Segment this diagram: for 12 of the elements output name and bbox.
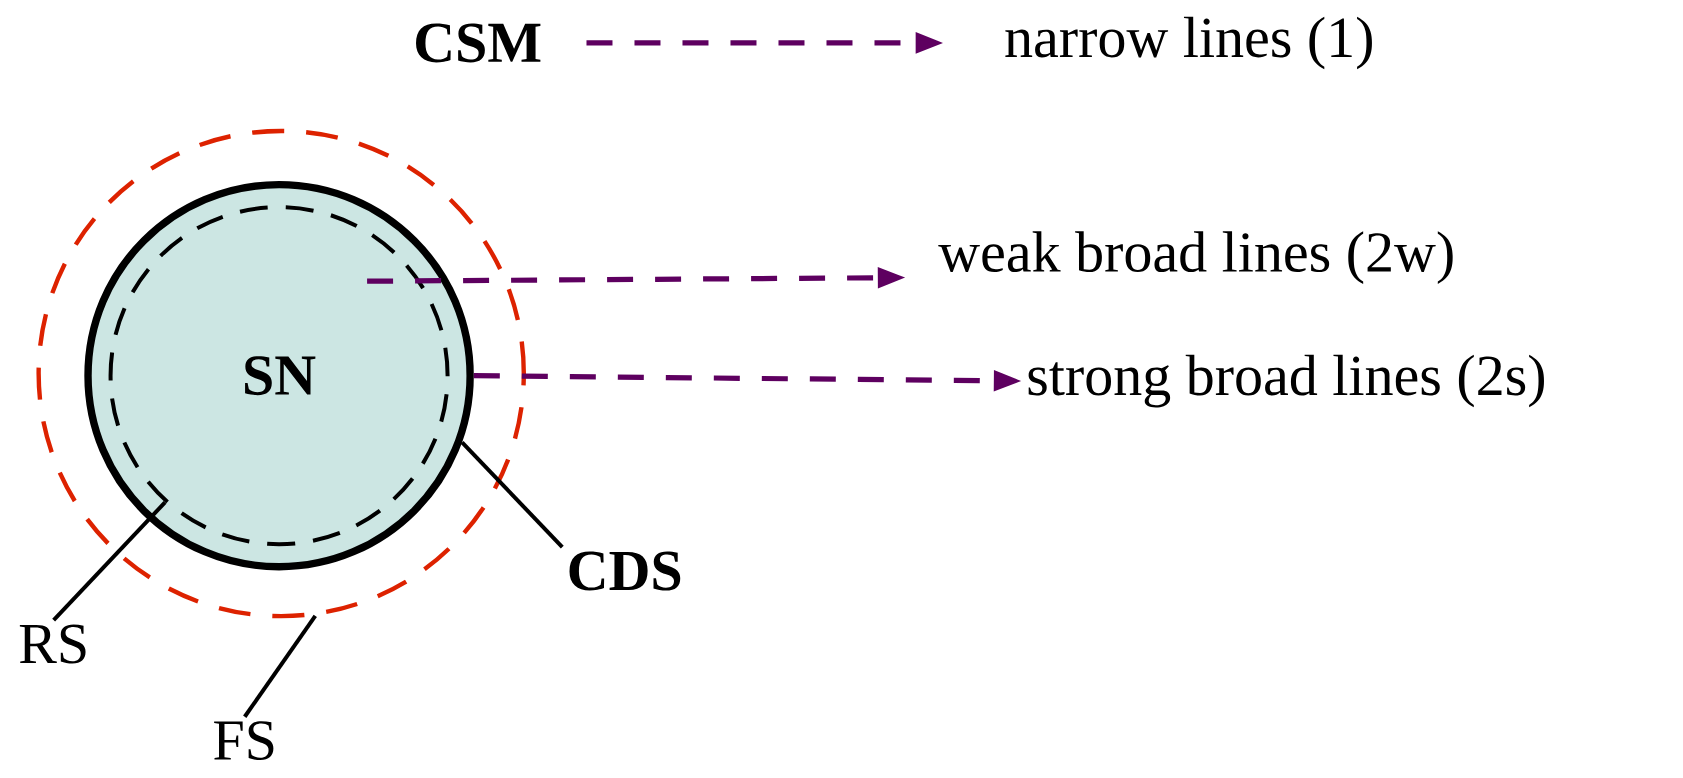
label-text: strong broad lines (2s) — [1028, 354, 1544, 408]
label-text: RS — [19, 624, 86, 664]
leader-line — [460, 440, 564, 549]
dashed-circle — [36, 128, 526, 619]
label-text: CSM — [416, 23, 541, 63]
label-text: FS — [214, 721, 274, 760]
leader-line — [52, 500, 167, 622]
label-text: CDS — [569, 551, 681, 591]
leader-line — [243, 614, 317, 718]
label-text: narrow lines (1) — [1005, 16, 1372, 70]
label-text: weak broad lines (2w) — [938, 231, 1453, 284]
circle — [84, 180, 474, 571]
